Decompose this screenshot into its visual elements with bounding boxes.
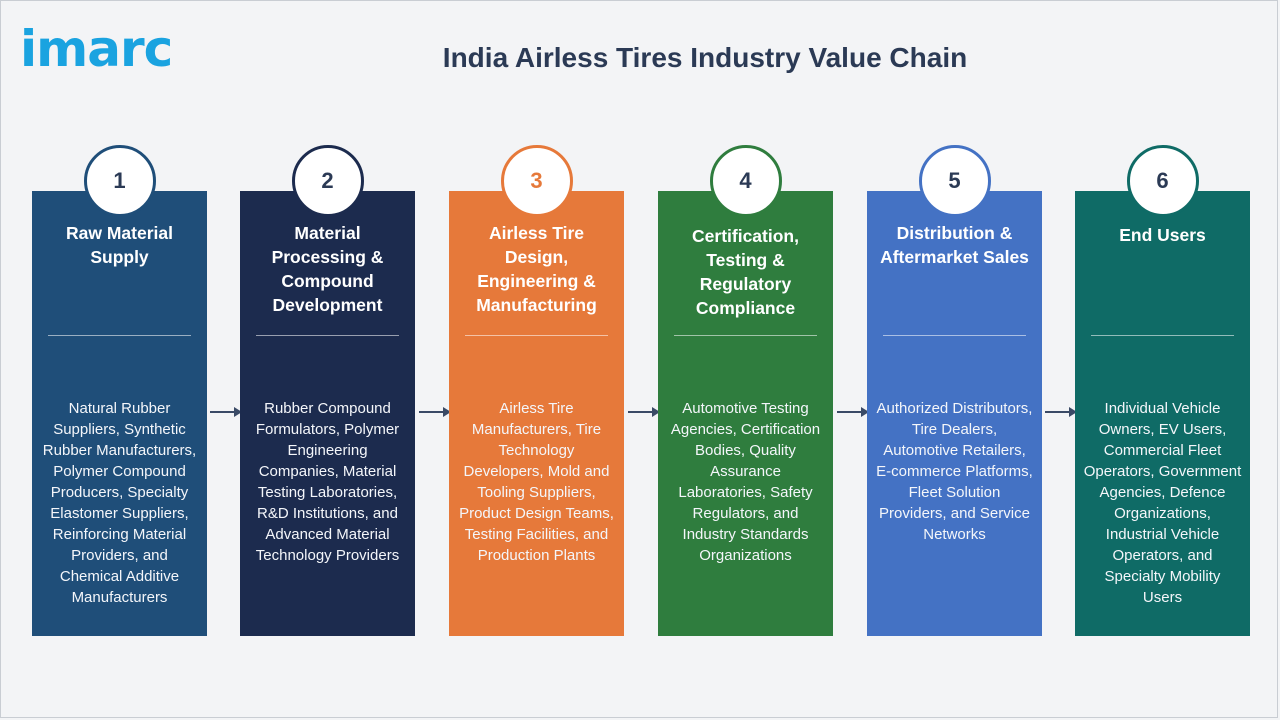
stage-number-badge: 2 (291, 145, 364, 217)
flow-arrow (628, 407, 660, 417)
stage-description: Individual Vehicle Owners, EV Users, Com… (1083, 400, 1242, 606)
stage-divider (883, 335, 1026, 336)
stage-description: Authorized Distributors, Tire Dealers, A… (876, 400, 1033, 543)
logo-text: imarc (20, 20, 173, 78)
stage-divider (465, 335, 608, 336)
flow-arrow (837, 407, 869, 417)
stage-divider (256, 335, 399, 336)
stage-column-2: 2 Material Processing & Compound Develop… (240, 145, 415, 636)
stage-number-badge: 4 (709, 145, 782, 217)
flow-arrow (210, 407, 242, 417)
imarc-logo: imarc (20, 24, 202, 78)
page-title: India Airless Tires Industry Value Chain (442, 42, 968, 73)
stage-description: Rubber Compound Formulators, Polymer Eng… (255, 400, 400, 564)
stage-column-3: 3 Airless Tire Design, Engineering & Man… (449, 145, 624, 636)
stage-divider (48, 335, 191, 336)
stage-column-5: 5 Distribution & Aftermarket Sales Autho… (867, 145, 1042, 636)
stage-heading: Certification, Testing & Regulatory Comp… (692, 226, 799, 318)
stage-column-1: 1 Raw Material Supply Natural Rubber Sup… (32, 145, 207, 636)
stage-number-badge: 3 (500, 145, 573, 217)
stage-heading: Raw Material Supply (66, 223, 173, 267)
stage-column-4: 4 Certification, Testing & Regulatory Co… (658, 145, 833, 636)
stage-description: Automotive Testing Agencies, Certificati… (670, 400, 821, 564)
stage-column-6: 6 End Users Individual Vehicle Owners, E… (1075, 145, 1250, 636)
stage-heading: End Users (1119, 225, 1206, 245)
stage-divider (674, 335, 817, 336)
flow-arrow (1045, 407, 1077, 417)
stage-number-badge: 5 (918, 145, 991, 217)
stage-description: Natural Rubber Suppliers, Synthetic Rubb… (42, 400, 197, 606)
stage-heading: Material Processing & Compound Developme… (271, 223, 384, 315)
stage-number-badge: 6 (1126, 145, 1199, 217)
flow-arrow (419, 407, 451, 417)
stage-number-badge: 1 (83, 145, 156, 217)
stage-heading: Distribution & Aftermarket Sales (880, 223, 1029, 267)
stage-divider (1091, 335, 1234, 336)
stage-description: Airless Tire Manufacturers, Tire Technol… (459, 400, 614, 564)
stage-heading: Airless Tire Design, Engineering & Manuf… (476, 223, 597, 315)
